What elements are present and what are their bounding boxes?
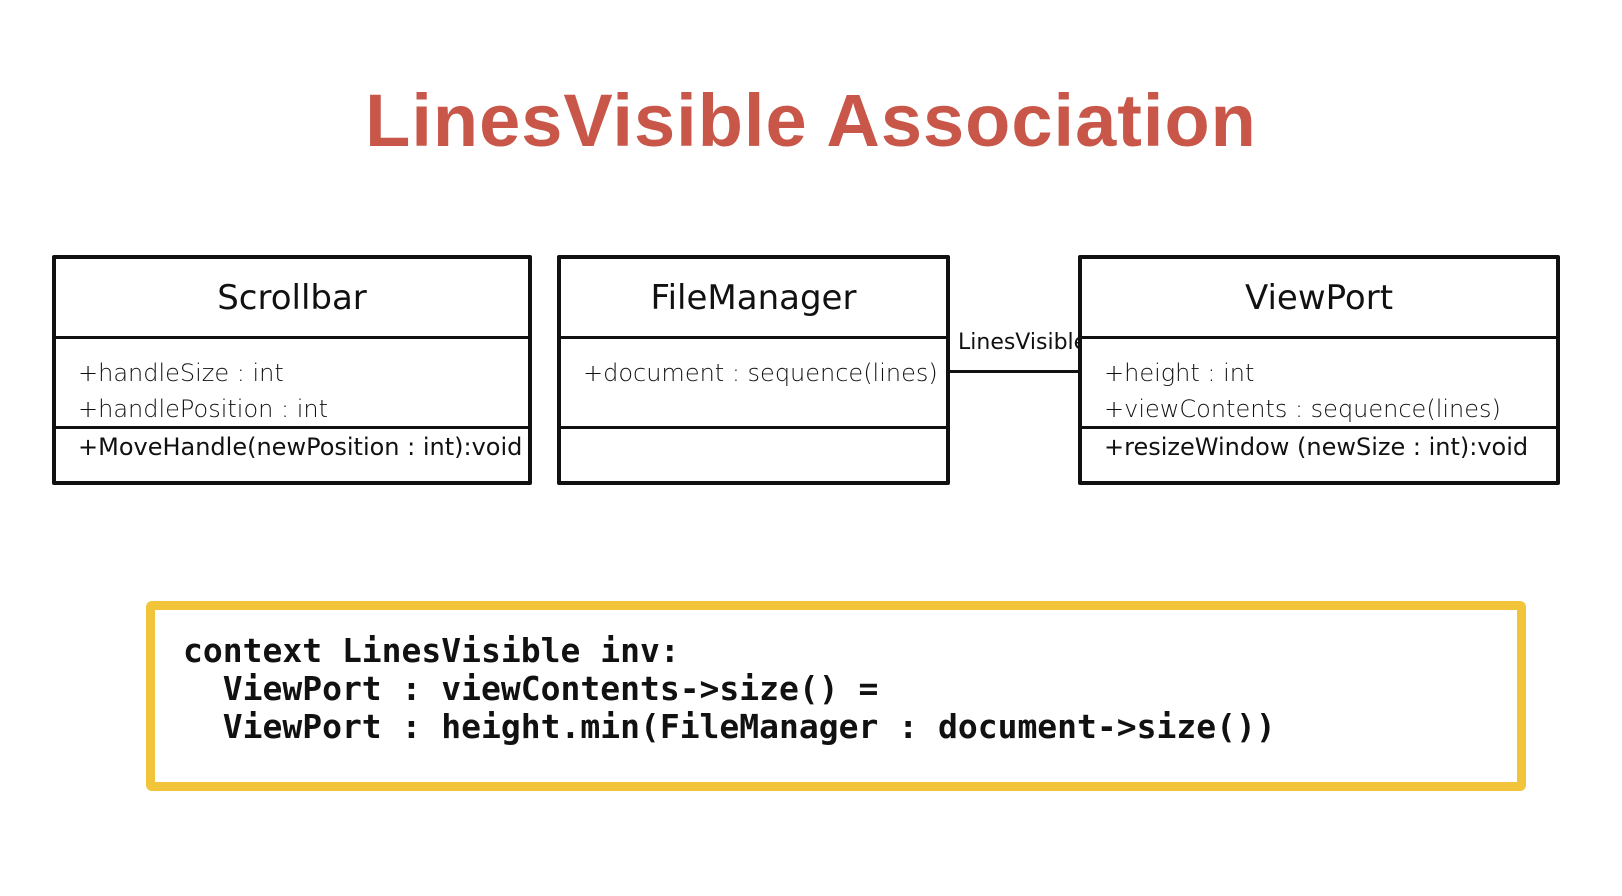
class-operations: +resizeWindow (newSize : int):void	[1082, 429, 1556, 481]
class-attributes: +document : sequence(lines)	[561, 339, 946, 429]
ocl-line: context LinesVisible inv:	[183, 631, 680, 670]
class-viewport: ViewPort +height : int +viewContents : s…	[1078, 255, 1560, 485]
attribute: +viewContents : sequence(lines)	[1104, 395, 1501, 423]
diagram-title: LinesVisible Association	[365, 79, 1257, 162]
class-operations	[561, 429, 946, 481]
class-name: ViewPort	[1082, 259, 1556, 339]
class-operations: +MoveHandle(newPosition : int):void	[56, 429, 528, 481]
class-scrollbar: Scrollbar +handleSize : int +handlePosit…	[52, 255, 532, 485]
class-filemanager: FileManager +document : sequence(lines)	[557, 255, 950, 485]
operation: +resizeWindow (newSize : int):void	[1104, 433, 1529, 461]
operation: +MoveHandle(newPosition : int):void	[78, 433, 523, 461]
class-attributes: +height : int +viewContents : sequence(l…	[1082, 339, 1556, 429]
attribute: +document : sequence(lines)	[583, 359, 938, 387]
association-label: LinesVisible	[958, 330, 1088, 355]
attribute: +height : int	[1104, 359, 1255, 387]
class-attributes: +handleSize : int +handlePosition : int	[56, 339, 528, 429]
class-name: Scrollbar	[56, 259, 528, 339]
attribute: +handlePosition : int	[78, 395, 328, 423]
association-line	[948, 370, 1080, 373]
attribute: +handleSize : int	[78, 359, 284, 387]
class-name: FileManager	[561, 259, 946, 339]
ocl-constraint-box: context LinesVisible inv: ViewPort : vie…	[146, 601, 1526, 791]
ocl-line: ViewPort : viewContents->size() =	[183, 669, 879, 708]
ocl-line: ViewPort : height.min(FileManager : docu…	[183, 707, 1276, 746]
